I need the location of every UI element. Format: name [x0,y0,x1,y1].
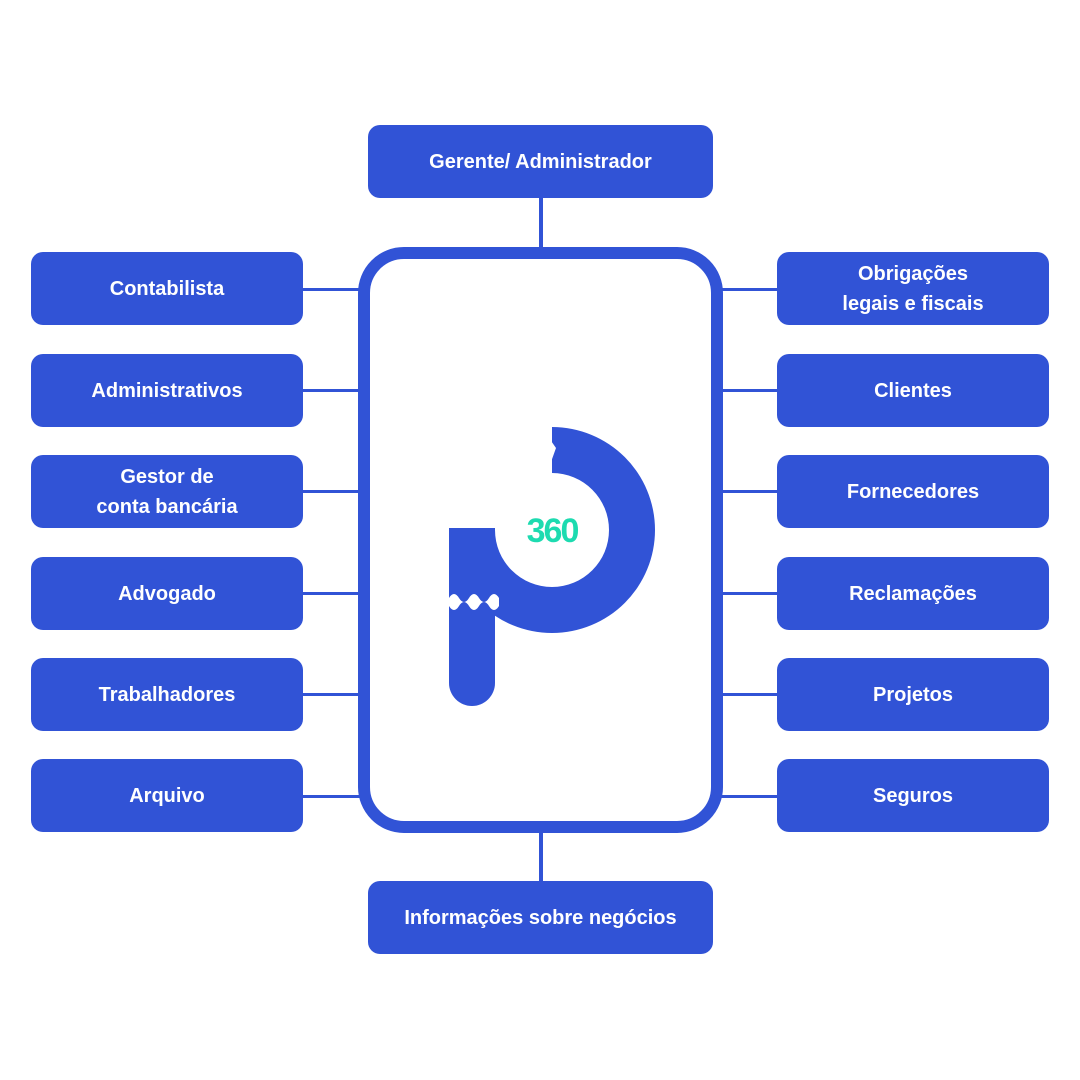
connector-right [720,592,778,595]
node-obrigacoes: Obrigações legais e fiscais [777,252,1049,325]
connector-left [303,693,361,696]
node-trabalhadores: Trabalhadores [31,658,303,731]
node-gerente-administrador: Gerente/ Administrador [368,125,713,198]
node-gestor-conta-bancaria: Gestor de conta bancária [31,455,303,528]
connector-bottom [539,830,543,882]
connector-top [539,198,543,250]
p360-logo: 360 [449,425,655,706]
node-advogado: Advogado [31,557,303,630]
logo-stem [449,528,495,706]
connector-left [303,592,361,595]
node-reclamacoes: Reclamações [777,557,1049,630]
node-contabilista: Contabilista [31,252,303,325]
node-fornecedores: Fornecedores [777,455,1049,528]
central-frame [358,247,723,833]
node-clientes: Clientes [777,354,1049,427]
logo-text: 360 [527,512,579,550]
connector-right [720,693,778,696]
logo-wave [449,594,499,610]
logo-crack [518,425,556,476]
node-seguros: Seguros [777,759,1049,832]
connector-right [720,795,778,798]
connector-left [303,288,361,291]
connector-right [720,490,778,493]
connector-left [303,490,361,493]
logo-ring [449,427,655,633]
connector-right [720,288,778,291]
connector-left [303,795,361,798]
connector-left [303,389,361,392]
connector-right [720,389,778,392]
node-administrativos: Administrativos [31,354,303,427]
node-informacoes-negocios: Informações sobre negócios [368,881,713,954]
node-arquivo: Arquivo [31,759,303,832]
node-projetos: Projetos [777,658,1049,731]
